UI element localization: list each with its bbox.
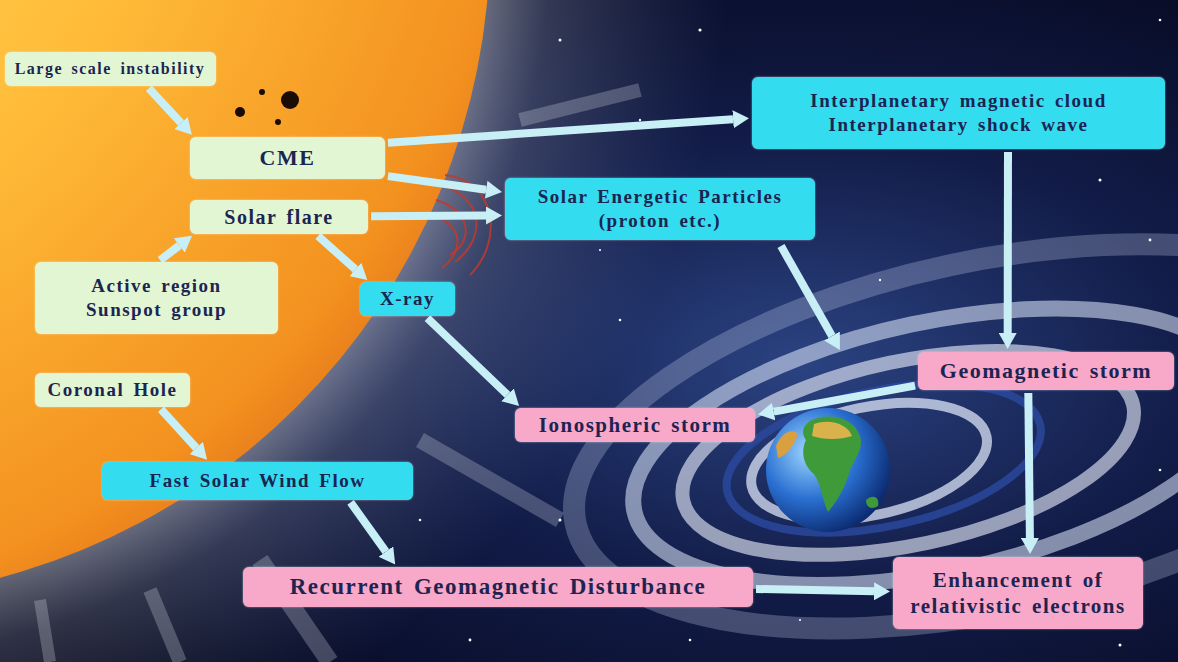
flow-arrow: [1028, 393, 1030, 538]
prominence-loop: [430, 215, 457, 268]
interplanetary-box: Solar Energetic Particles (proton etc.): [505, 178, 815, 240]
madagascar: [866, 497, 878, 508]
sunspot: [235, 107, 245, 117]
solar-source-box: CME: [190, 137, 385, 179]
solar-source-box: Coronal Hole: [35, 373, 190, 407]
interplanetary-box: X-ray: [360, 282, 455, 316]
corona-streamer: [520, 90, 640, 120]
sun-corona: [0, 0, 730, 662]
earth: [766, 408, 890, 532]
flow-arrow: [160, 246, 179, 261]
node-label: CME: [260, 144, 316, 172]
sunspot: [275, 119, 281, 125]
continents: [776, 416, 878, 512]
sun: [0, 0, 490, 600]
star: [1159, 19, 1162, 22]
flow-arrow: [351, 502, 386, 551]
flow-arrow: [161, 409, 196, 448]
corona-streamer: [420, 440, 560, 520]
prominence-loop: [436, 200, 466, 255]
star: [469, 639, 472, 642]
sunspot: [281, 91, 299, 109]
sunspot: [259, 89, 265, 95]
node-label: Recurrent Geomagnetic Disturbance: [290, 573, 707, 602]
corona-streamer: [150, 590, 180, 662]
star: [1159, 469, 1162, 472]
prominence-loop: [440, 185, 476, 262]
americas-edge: [776, 431, 798, 458]
flow-arrow: [774, 386, 915, 412]
star: [689, 639, 692, 642]
flow-arrow: [427, 318, 507, 395]
africa: [803, 416, 861, 512]
node-label: Active region Sunspot group: [74, 274, 239, 322]
flow-arrow: [388, 176, 486, 190]
node-label: Solar Energetic Particles (proton etc.): [523, 185, 798, 233]
flow-arrow: [1004, 152, 1012, 333]
flow-arrow: [149, 88, 181, 123]
sunspots: [235, 89, 299, 125]
flow-arrow: [756, 589, 874, 591]
node-label: Coronal Hole: [48, 378, 178, 402]
earth-effect-box: Ionospheric storm: [515, 408, 755, 442]
interplanetary-box: Interplanetary magnetic cloud Interplane…: [752, 77, 1165, 149]
node-label: Large scale instability: [15, 59, 206, 79]
particles-to-earth-arrow: [781, 246, 832, 336]
node-label: Fast Solar Wind Flow: [150, 469, 366, 493]
node-label: Ionospheric storm: [539, 412, 731, 438]
star: [1099, 179, 1102, 182]
earth-effect-box: Recurrent Geomagnetic Disturbance: [243, 567, 753, 607]
radiation-belt: [740, 383, 997, 539]
solar-source-box: Active region Sunspot group: [35, 262, 278, 334]
node-label: X-ray: [380, 287, 435, 311]
sahara: [812, 422, 852, 439]
flow-arrow: [318, 236, 355, 269]
corona-streamer: [40, 600, 50, 662]
solar-source-box: Solar flare: [190, 200, 368, 234]
interplanetary-box: Fast Solar Wind Flow: [102, 462, 413, 500]
node-label: Geomagnetic storm: [940, 357, 1152, 385]
earth-effect-box: Enhancement of relativistic electrons: [893, 557, 1143, 629]
node-label: Enhancement of relativistic electrons: [904, 567, 1132, 620]
node-label: Solar flare: [224, 205, 333, 230]
flow-arrow: [371, 212, 486, 221]
star: [1119, 644, 1122, 647]
earth-effect-box: Geomagnetic storm: [918, 352, 1174, 390]
solar-source-box: Large scale instability: [5, 52, 216, 86]
node-label: Interplanetary magnetic cloud Interplane…: [789, 89, 1129, 137]
flow-arrow: [388, 119, 733, 142]
